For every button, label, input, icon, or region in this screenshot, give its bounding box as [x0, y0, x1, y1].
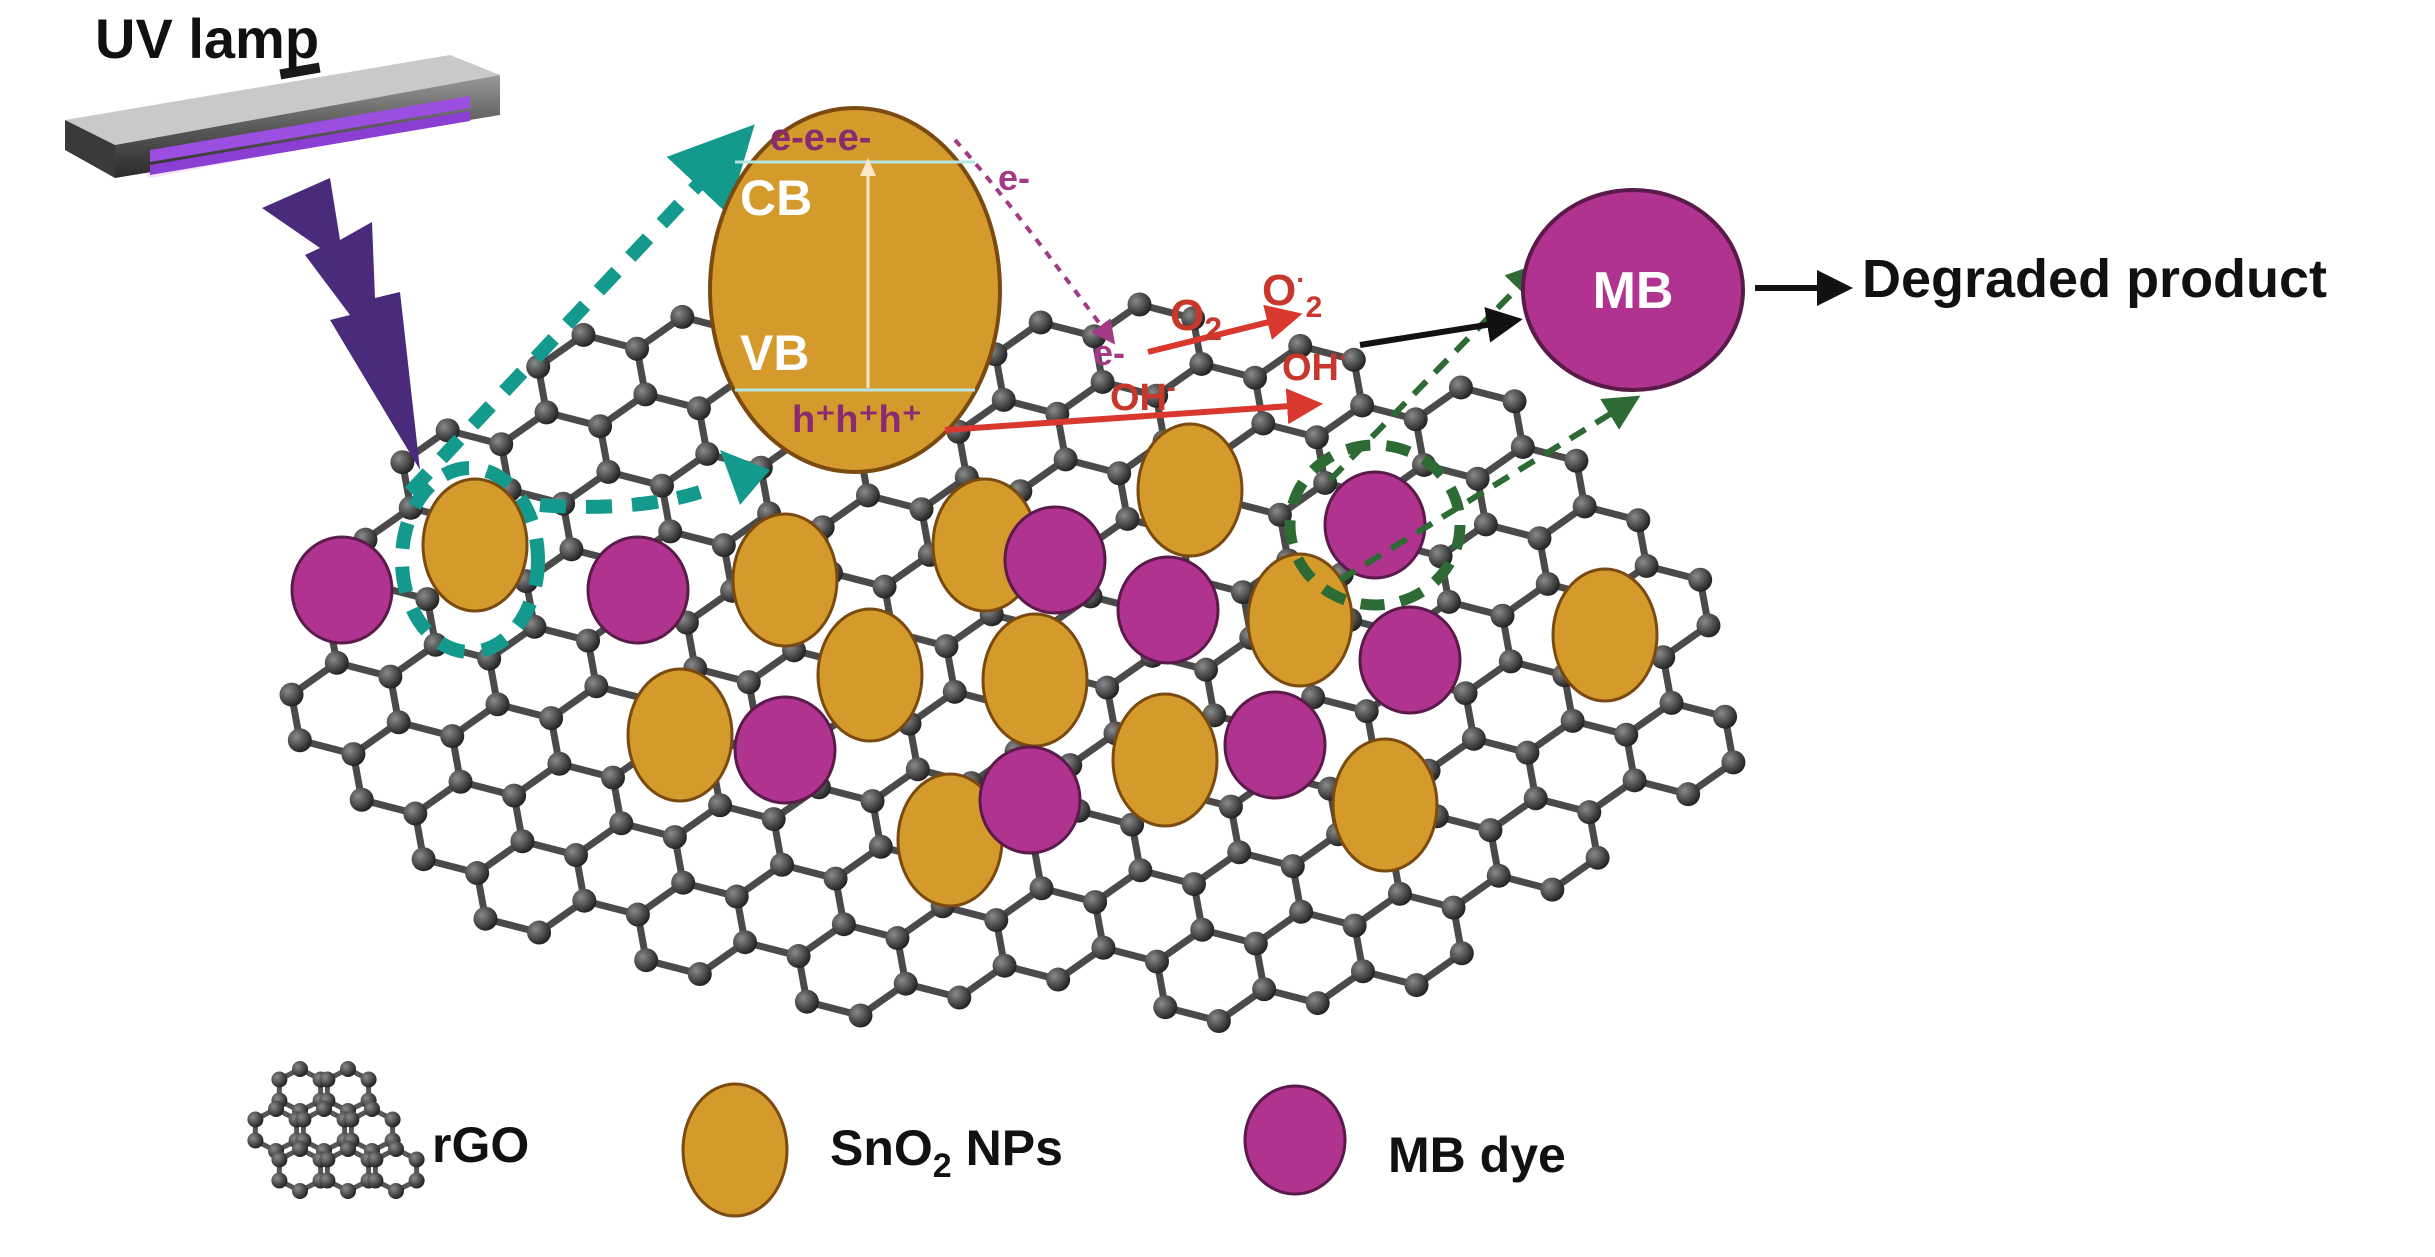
electron-site-label: e-	[1093, 332, 1125, 373]
mb-dye-molecule	[1358, 605, 1462, 715]
sno2-nanoparticle	[1111, 692, 1219, 828]
sno2-nanoparticle	[1551, 567, 1659, 703]
legend-sno2-icon	[681, 1082, 789, 1218]
electron-transfer-label: e-	[998, 157, 1030, 198]
legend-rgo-icon	[247, 1061, 425, 1199]
mb-dye-molecule	[978, 745, 1082, 855]
legend-mb-label: MB dye	[1388, 1127, 1566, 1183]
sno2-nanoparticle	[1246, 552, 1354, 688]
sno2-nanoparticle	[1136, 422, 1244, 558]
mb-dye-molecule	[1323, 470, 1427, 580]
o2-label: O2	[1170, 291, 1222, 347]
legend-sno2-label: SnO2 NPs	[830, 1120, 1063, 1185]
vb-label: VB	[740, 325, 809, 381]
sno2-nanoparticle	[816, 607, 924, 743]
mb-dye-molecule	[1003, 505, 1107, 615]
mb-dye-molecule	[586, 535, 690, 645]
superoxide-label: O·2	[1262, 264, 1322, 324]
sno2-nanoparticle	[626, 667, 734, 803]
sno2-nanoparticle	[421, 477, 529, 613]
mb-dye-molecule	[1223, 690, 1327, 800]
sno2-nanoparticle	[1331, 737, 1439, 873]
reaction-arrows	[944, 270, 1853, 433]
uv-lightning-icon	[262, 178, 420, 470]
legend: rGO SnO2 NPs MB dye	[247, 1061, 1566, 1218]
degraded-product-label: Degraded product	[1862, 249, 2327, 309]
mb-target	[1521, 188, 1745, 392]
hydroxide-label: OH-	[1110, 372, 1176, 419]
hydroxyl-radical-label: OH·	[1282, 342, 1348, 389]
teal-excitation-arrows	[395, 124, 770, 659]
electron-transfer-arrow	[953, 138, 1116, 345]
uv-lamp-icon	[65, 55, 500, 178]
sno2-band-diagram	[708, 106, 1002, 474]
mb-target-label: MB	[1593, 262, 1674, 320]
green-adsorption-arrows	[1284, 262, 1641, 611]
legend-mb-icon	[1243, 1084, 1347, 1196]
mb-dye-molecule	[290, 535, 394, 645]
legend-rgo-label: rGO	[432, 1117, 529, 1173]
sno2-nanoparticle	[981, 612, 1089, 748]
uv-lamp-label: UV lamp	[95, 7, 319, 70]
sno2-nanoparticle	[731, 512, 839, 648]
particle-layer	[290, 422, 1659, 908]
mb-dye-molecule	[1116, 555, 1220, 665]
mb-dye-molecule	[733, 695, 837, 805]
band-holes: h⁺h⁺h⁺	[792, 399, 922, 441]
cb-label: CB	[740, 170, 812, 226]
band-electrons: e-e-e-	[770, 117, 871, 159]
